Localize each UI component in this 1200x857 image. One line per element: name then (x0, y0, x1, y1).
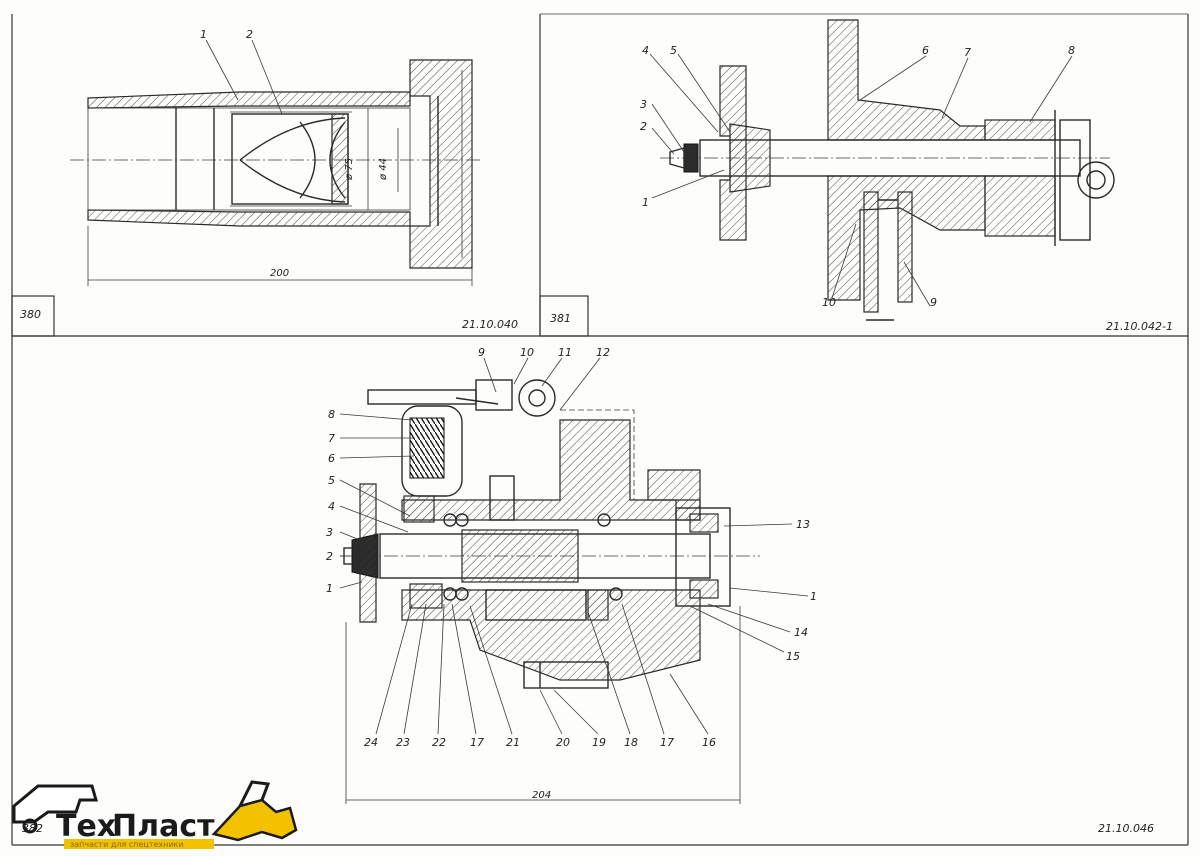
figure-381: 381 21.10.042-1 (539, 19, 1173, 337)
brand-tagline: запчасти для спецтехники (70, 840, 184, 849)
callout-left-2: 2 (326, 550, 333, 563)
callout-left-6: 6 (328, 452, 335, 465)
callout-bottom-17b: 17 (660, 736, 674, 749)
callout-bottom-21: 21 (506, 736, 520, 749)
callout-top-10: 10 (520, 346, 534, 359)
drawing-code: 21.10.042-1 (1106, 320, 1173, 333)
callout-left-4: 4 (328, 500, 335, 513)
callout-top-11: 11 (558, 346, 572, 359)
figure-382: 21.10.046 (326, 346, 1154, 835)
figure-number-box (11, 295, 55, 337)
callout-bottom-20: 20 (556, 736, 570, 749)
callout-6: 6 (922, 44, 929, 57)
callout-right-13: 13 (796, 518, 810, 531)
dim-length: 200 (270, 268, 289, 279)
figure-number: 380 (20, 308, 41, 321)
callout-right-1: 1 (810, 590, 817, 603)
callout-left-3: 3 (326, 526, 333, 539)
callout-bottom-22: 22 (432, 736, 446, 749)
cylinder-section: ø 75 ø 44 200 1 2 (70, 28, 480, 286)
drawing-code: 21.10.040 (462, 318, 518, 331)
callout-10: 10 (822, 296, 836, 309)
callout-8: 8 (1068, 44, 1075, 57)
callout-top-9: 9 (478, 346, 485, 359)
callout-7: 7 (964, 46, 971, 59)
callout-5: 5 (670, 44, 677, 57)
figure-number: 381 (550, 312, 571, 325)
excavator-icon (211, 798, 298, 842)
page-number: 382 (22, 822, 43, 835)
figure-number-box (539, 295, 589, 337)
drawing-code: 21.10.046 (1098, 822, 1154, 835)
brand-name-part1: Тех (56, 809, 116, 844)
brand-logo: 382 Тех Пласт запчасти для спецтехники (12, 780, 298, 849)
pump-main-section: 204 9 10 11 12 8 7 6 5 4 3 2 (326, 346, 817, 804)
callout-bottom-24: 24 (364, 736, 378, 749)
callout-2: 2 (640, 120, 647, 133)
callout-bottom-18: 18 (624, 736, 638, 749)
pump-assembly-section: 4 5 3 2 1 6 7 8 9 10 (640, 19, 1115, 321)
callout-1: 1 (200, 28, 207, 41)
callout-top-12: 12 (596, 346, 610, 359)
callout-1: 1 (642, 196, 649, 209)
dim-d44: ø 44 (378, 158, 389, 181)
callout-left-1: 1 (326, 582, 333, 595)
callout-right-14: 14 (794, 626, 808, 639)
callout-2: 2 (246, 28, 253, 41)
figure-380: 380 21.10.040 ø 75 (11, 28, 518, 337)
callout-9: 9 (930, 296, 937, 309)
callout-left-5: 5 (328, 474, 335, 487)
callout-right-15: 15 (786, 650, 800, 663)
callout-4: 4 (642, 44, 649, 57)
callout-bottom-19: 19 (592, 736, 606, 749)
callout-bottom-16: 16 (702, 736, 716, 749)
callout-bottom-17a: 17 (470, 736, 484, 749)
callout-3: 3 (640, 98, 647, 111)
dim-length: 204 (532, 790, 551, 801)
brand-name-part2: Пласт (112, 809, 215, 844)
dim-d75: ø 75 (344, 158, 355, 181)
callout-bottom-23: 23 (396, 736, 410, 749)
callout-left-7: 7 (328, 432, 335, 445)
callout-left-8: 8 (328, 408, 335, 421)
